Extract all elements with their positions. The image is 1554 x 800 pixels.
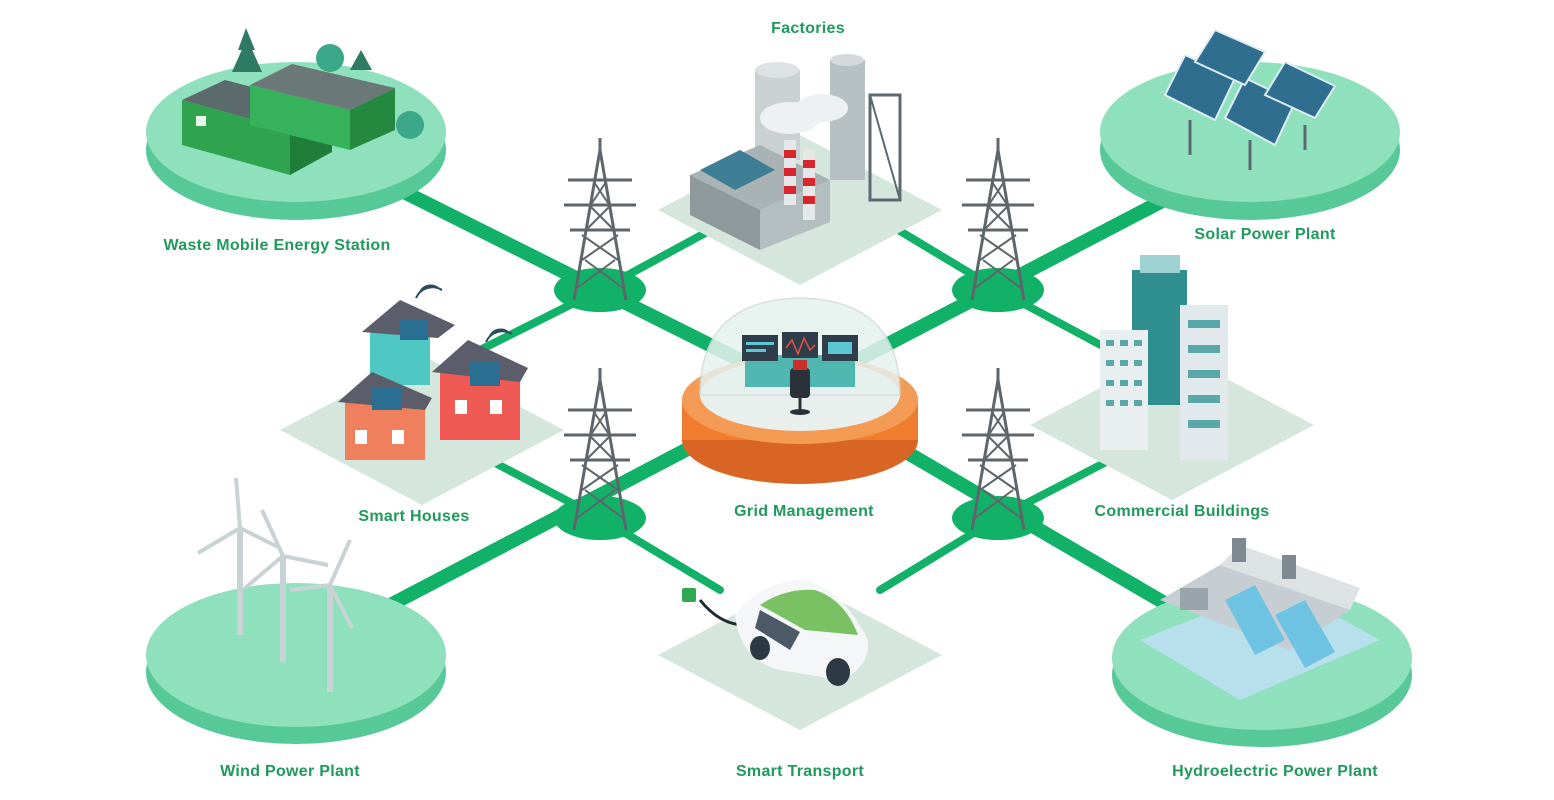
wind-node: [146, 477, 446, 744]
label-solar-power-plant: Solar Power Plant: [1194, 226, 1336, 243]
label-smart-houses: Smart Houses: [358, 508, 470, 525]
junction-bottom-right: [952, 496, 1044, 540]
transport-node: [658, 580, 942, 730]
grid-management-node: [682, 297, 918, 484]
label-hydroelectric-power-plant: Hydroelectric Power Plant: [1172, 763, 1378, 780]
solar-node: [1100, 28, 1400, 220]
waste-station-node: [146, 28, 446, 220]
solar-panel-icon: [1163, 28, 1337, 170]
electric-car-icon: [682, 580, 869, 686]
label-factories: Factories: [771, 20, 845, 37]
label-waste-mobile-energy-station: Waste Mobile Energy Station: [163, 237, 391, 254]
label-wind-power-plant: Wind Power Plant: [220, 763, 360, 780]
hydro-node: [1112, 538, 1412, 747]
junction-top-right: [952, 268, 1044, 312]
commercial-node: [1030, 255, 1314, 500]
label-grid-management: Grid Management: [734, 503, 874, 520]
junction-bottom-left: [554, 496, 646, 540]
label-smart-transport: Smart Transport: [735, 763, 865, 780]
office-building-icon: [1100, 255, 1228, 460]
control-room-icon: [742, 332, 858, 415]
house-icon: [338, 284, 528, 460]
factory-icon: [690, 54, 902, 250]
junction-top-left: [554, 268, 646, 312]
label-commercial-buildings: Commercial Buildings: [1094, 503, 1270, 520]
smart-houses-node: [280, 284, 564, 505]
dam-icon: [1140, 538, 1380, 700]
container-icon: [182, 28, 424, 175]
wind-turbine-icon: [196, 477, 354, 692]
factories-node: [658, 54, 942, 285]
